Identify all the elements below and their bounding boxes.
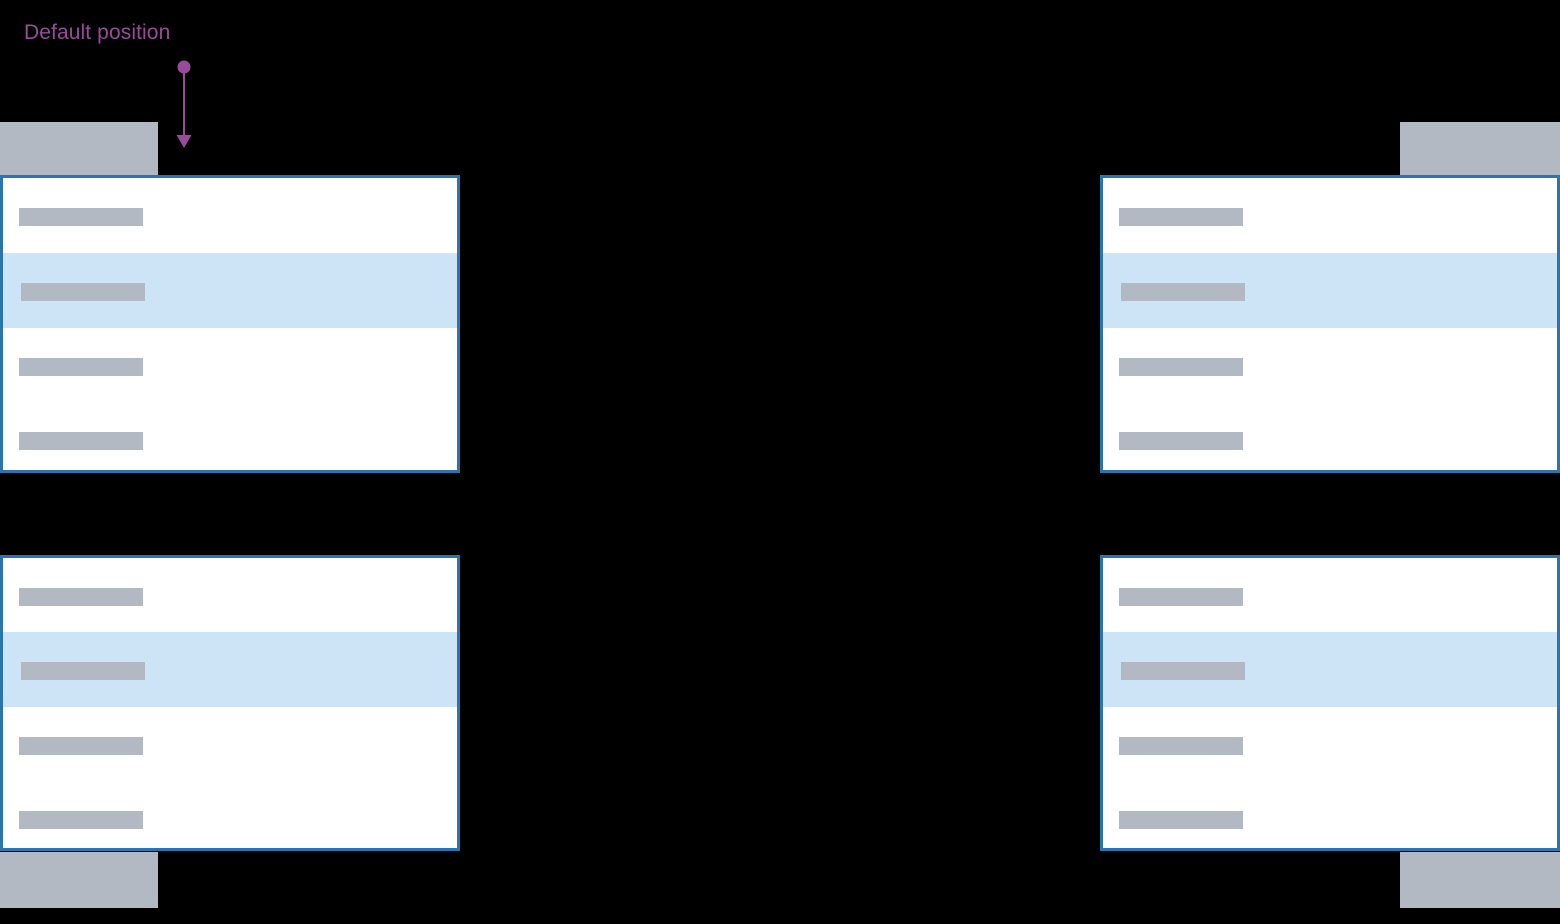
list-item-placeholder bbox=[21, 283, 145, 301]
bottom-left-panel bbox=[0, 555, 460, 851]
list-item-placeholder bbox=[19, 432, 143, 450]
list-item[interactable] bbox=[3, 402, 457, 470]
list-item[interactable] bbox=[3, 178, 457, 253]
bottom-left-chrome bbox=[0, 852, 158, 908]
list-item[interactable] bbox=[3, 707, 457, 781]
list-item-placeholder bbox=[1119, 432, 1243, 450]
bottom-right-chrome bbox=[1400, 852, 1560, 908]
list-item-placeholder bbox=[19, 588, 143, 606]
list-item-placeholder bbox=[1121, 283, 1245, 301]
top-right-chrome bbox=[1400, 122, 1560, 177]
list-item-placeholder bbox=[1119, 737, 1243, 755]
list-item[interactable] bbox=[1103, 558, 1557, 632]
list-item[interactable] bbox=[1103, 781, 1557, 848]
list-item-selected[interactable] bbox=[1103, 632, 1557, 707]
list-item-selected[interactable] bbox=[3, 253, 457, 328]
list-item[interactable] bbox=[1103, 707, 1557, 781]
list-item-selected[interactable] bbox=[1103, 253, 1557, 328]
list-item[interactable] bbox=[3, 781, 457, 848]
list-item-placeholder bbox=[21, 662, 145, 680]
list-item-placeholder bbox=[19, 208, 143, 226]
default-position-label: Default position bbox=[24, 21, 171, 44]
list-item[interactable] bbox=[3, 328, 457, 402]
list-item-placeholder bbox=[19, 737, 143, 755]
bottom-right-panel bbox=[1100, 555, 1560, 851]
list-item-placeholder bbox=[19, 358, 143, 376]
list-item-placeholder bbox=[1119, 588, 1243, 606]
top-left-chrome bbox=[0, 122, 158, 177]
list-item-placeholder bbox=[19, 811, 143, 829]
list-item[interactable] bbox=[1103, 402, 1557, 470]
top-left-panel bbox=[0, 175, 460, 473]
list-item-placeholder bbox=[1119, 358, 1243, 376]
list-item-placeholder bbox=[1121, 662, 1245, 680]
list-item[interactable] bbox=[1103, 178, 1557, 253]
list-item[interactable] bbox=[3, 558, 457, 632]
top-right-panel bbox=[1100, 175, 1560, 473]
list-item-selected[interactable] bbox=[3, 632, 457, 707]
list-item-placeholder bbox=[1119, 208, 1243, 226]
list-item-placeholder bbox=[1119, 811, 1243, 829]
default-position-arrow-icon bbox=[170, 55, 200, 155]
list-item[interactable] bbox=[1103, 328, 1557, 402]
